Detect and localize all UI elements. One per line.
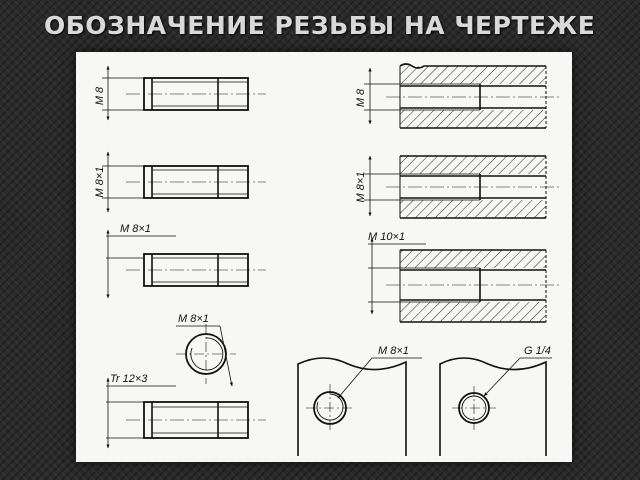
rod-tr12x3-label: Tr 12×3	[110, 373, 148, 385]
rod-m8	[102, 65, 266, 121]
hole-m8x1	[364, 155, 562, 219]
hole-m8x1-label: M 8×1	[355, 172, 367, 203]
circle-view	[176, 324, 236, 387]
rod-m8x1-label: M 8×1	[94, 167, 106, 198]
hole-m10x1-label: M 10×1	[368, 231, 405, 243]
slide-title: ОБОЗНАЧЕНИЕ РЕЗЬБЫ НА ЧЕРТЕЖЕ	[44, 11, 596, 40]
circle-label: M 8×1	[178, 313, 209, 325]
rod-m8x1-b-label: M 8×1	[120, 223, 151, 235]
hole-m10x1	[368, 237, 562, 323]
plate-m8x1	[297, 357, 422, 456]
hole-m8	[364, 63, 562, 129]
plate-g14	[439, 357, 552, 456]
rod-tr12x3	[106, 377, 266, 449]
drawing-sheet: M 8 M 8×1 M 8×1 M 8×1	[76, 52, 572, 462]
rod-m8x1-b	[106, 229, 266, 299]
plate-g14-label: G 1/4	[524, 345, 551, 357]
hole-m8-label: M 8	[355, 88, 367, 107]
plate-m8x1-label: M 8×1	[378, 345, 409, 357]
thread-drawing: M 8 M 8×1 M 8×1 M 8×1	[94, 63, 562, 456]
rod-m8-label: M 8	[94, 86, 106, 105]
rod-m8x1	[102, 151, 266, 213]
